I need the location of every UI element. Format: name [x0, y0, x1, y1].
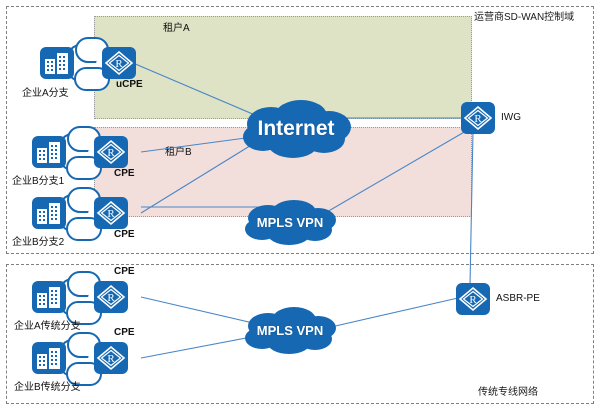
- tenant-a-label: 租户A: [163, 23, 190, 34]
- device-label-cpe-legacy-a: CPE: [114, 266, 135, 277]
- router-icon: R: [94, 342, 128, 374]
- device-label-cpe-b2: CPE: [114, 229, 135, 240]
- gateway-asbr-pe-label: ASBR-PE: [496, 293, 540, 304]
- gateway-iwg-label: IWG: [501, 112, 521, 123]
- site-enterprise-a-legacy[interactable]: R: [32, 271, 128, 325]
- cloud-mpls-vpn-lower[interactable]: MPLS VPN: [240, 305, 340, 355]
- svg-text:R: R: [107, 292, 115, 304]
- svg-text:R: R: [107, 353, 115, 365]
- cloud-mpls-vpn-upper-label: MPLS VPN: [256, 214, 324, 230]
- building-icon: [32, 281, 66, 313]
- site-enterprise-a-branch-label: 企业A分支: [22, 88, 69, 99]
- svg-text:R: R: [474, 113, 482, 125]
- svg-text:R: R: [107, 147, 115, 159]
- tenant-b-label: 租户B: [165, 147, 192, 158]
- building-icon: [32, 342, 66, 374]
- router-icon: R: [102, 47, 136, 79]
- site-enterprise-b-branch1-label: 企业B分支1: [12, 176, 65, 187]
- building-icon: [32, 136, 66, 168]
- cloud-mpls-vpn-lower-label: MPLS VPN: [256, 322, 324, 338]
- site-enterprise-b-legacy-label: 企业B传统分支: [14, 382, 81, 393]
- site-enterprise-a-legacy-label: 企业A传统分支: [14, 321, 81, 332]
- svg-text:R: R: [469, 294, 477, 306]
- site-enterprise-b-legacy[interactable]: R: [32, 332, 128, 386]
- router-icon: R: [94, 281, 128, 313]
- region-legacy-label: 传统专线网络: [478, 387, 538, 398]
- region-sdwan-control-domain: [6, 6, 594, 254]
- router-icon: R: [94, 197, 128, 229]
- building-icon: [32, 197, 66, 229]
- site-enterprise-a-branch[interactable]: R: [40, 37, 136, 91]
- router-icon: R: [94, 136, 128, 168]
- device-label-cpe-b1: CPE: [114, 168, 135, 179]
- cloud-internet[interactable]: Internet: [237, 98, 355, 160]
- gateway-asbr-pe[interactable]: R: [456, 283, 490, 315]
- cloud-mpls-vpn-upper[interactable]: MPLS VPN: [240, 198, 340, 246]
- site-enterprise-b-branch2[interactable]: R: [32, 187, 128, 241]
- region-legacy-network: [6, 264, 594, 404]
- gateway-iwg[interactable]: R: [461, 102, 495, 134]
- device-label-cpe-legacy-b: CPE: [114, 327, 135, 338]
- svg-text:R: R: [107, 208, 115, 220]
- building-icon: [40, 47, 74, 79]
- site-enterprise-b-branch1[interactable]: R: [32, 126, 128, 180]
- svg-text:R: R: [115, 58, 123, 70]
- region-sdwan-label: 运营商SD-WAN控制域: [474, 12, 575, 23]
- site-enterprise-b-branch2-label: 企业B分支2: [12, 237, 65, 248]
- device-label-ucpe: uCPE: [116, 79, 143, 90]
- cloud-internet-label: Internet: [257, 117, 335, 140]
